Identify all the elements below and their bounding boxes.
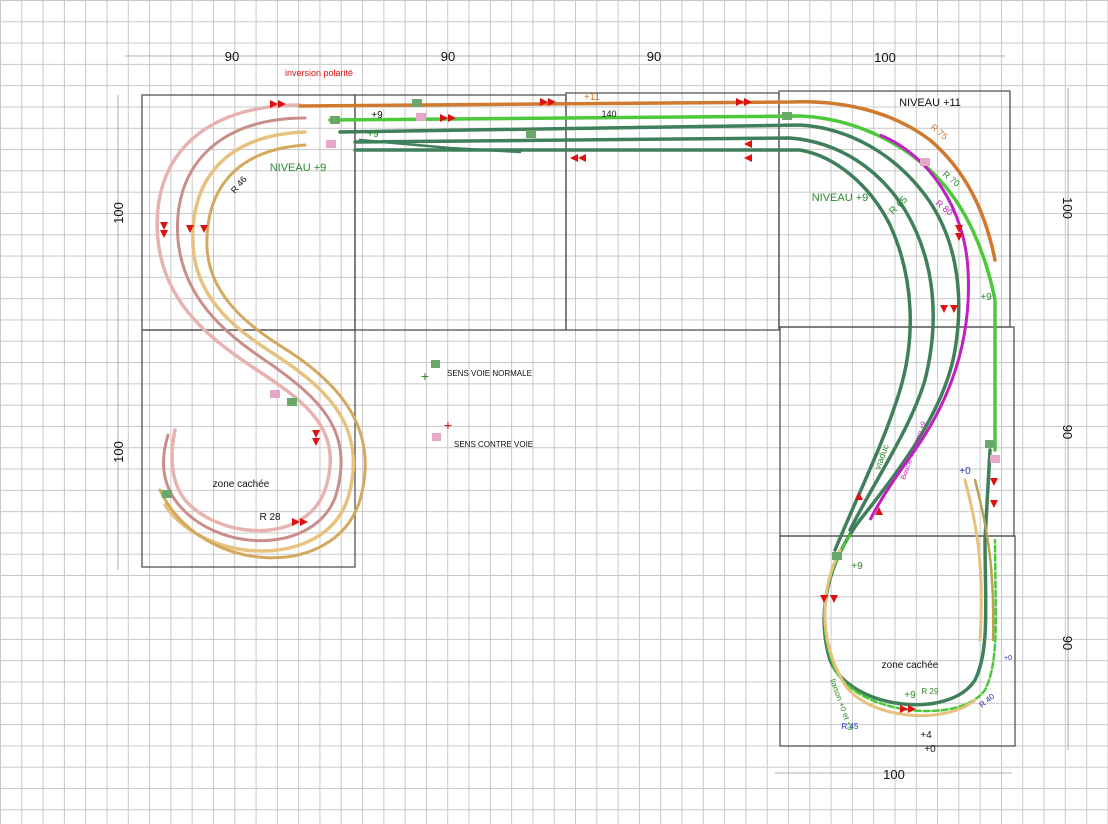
label-plus9-a: +9	[371, 110, 383, 121]
legend-contre-swatch	[432, 433, 441, 441]
dimension-lines	[117, 55, 1069, 774]
legend-contre-label: SENS CONTRE VOIE	[454, 440, 533, 449]
dim-bottom: 100	[883, 767, 905, 782]
top-straight-tracks	[298, 100, 997, 552]
dim-right-2: 90	[1060, 425, 1075, 439]
dim-top-4: 100	[874, 50, 896, 65]
dim-top-1: 90	[225, 49, 239, 64]
label-plus9-lower: +9	[851, 561, 863, 572]
label-plus4: +4	[920, 730, 932, 741]
dim-top-2: 90	[441, 49, 455, 64]
label-plus9-right: +9	[980, 292, 992, 303]
dim-right-3: 90	[1060, 636, 1075, 650]
dim-left-2: 100	[111, 441, 126, 463]
right-lower-loop-tracks	[822, 448, 998, 718]
label-zone-left: zone cachée	[213, 479, 270, 490]
dim-right-1: 100	[1060, 197, 1075, 219]
label-niveau-11: NIVEAU +11	[899, 97, 961, 109]
label-140: 140	[601, 109, 616, 119]
direction-arrows	[160, 98, 998, 713]
label-plus0-c: +0	[924, 744, 936, 755]
label-r29: R 29	[922, 687, 939, 696]
board-outlines	[141, 90, 1016, 747]
dim-left-1: 100	[111, 202, 126, 224]
label-plus0-a: +0	[959, 466, 971, 477]
dim-top-3: 90	[647, 49, 661, 64]
label-r45: R 45	[842, 722, 859, 731]
left-s-loop-tracks	[155, 103, 367, 560]
label-r28: R 28	[259, 512, 281, 523]
label-r75: R 75	[929, 122, 950, 142]
label-niveau-9-left: NIVEAU +9	[270, 162, 327, 174]
legend-normal-label: SENS VOIE NORMALE	[447, 369, 532, 378]
plus-icon: +	[444, 417, 452, 433]
legend-normal-swatch	[431, 360, 440, 368]
train-markers	[162, 99, 1000, 560]
plus-icon: +	[421, 368, 429, 384]
label-plus9-zone: +9	[904, 690, 916, 701]
label-zone-right: zone cachée	[882, 660, 939, 671]
label-plus0-b: +0	[1004, 655, 1012, 662]
label-inversion: inversion polarité	[285, 68, 353, 78]
legend: + SENS VOIE NORMALE + SENS CONTRE VOIE	[421, 360, 533, 449]
label-plus9-b: +9	[367, 129, 379, 140]
label-plus11: +11	[584, 92, 601, 103]
label-r46: R 46	[229, 174, 249, 195]
label-niveau-9-right: NIVEAU +9	[812, 192, 869, 204]
magenta-reversing-track	[868, 133, 970, 521]
